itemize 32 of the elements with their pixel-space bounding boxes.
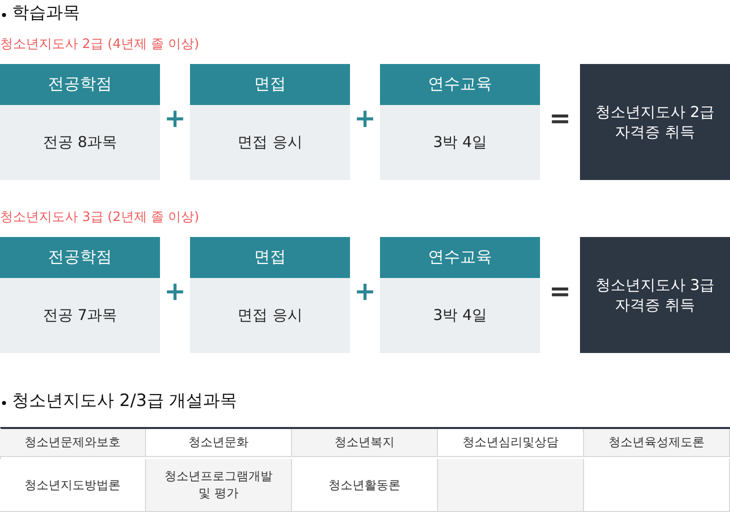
equals-sign: = (548, 104, 572, 134)
table-cell: 청소년복지 (292, 429, 438, 457)
card-body: 면접 응시 (190, 105, 350, 180)
card-body: 3박 4일 (380, 278, 540, 353)
table-cell: 청소년육성제도론 (584, 429, 730, 457)
table-cell: 청소년심리및상담 (438, 429, 584, 457)
card-header: 전공학점 (0, 64, 160, 105)
card-header: 면접 (190, 237, 350, 278)
table-cell: 청소년지도방법론 (0, 459, 146, 512)
result-box: 청소년지도사 2급 자격증 취득 (580, 64, 730, 180)
plus-sign: + (163, 104, 187, 134)
card-body: 3박 4일 (380, 105, 540, 180)
card-body: 전공 7과목 (0, 278, 160, 353)
card-header: 전공학점 (0, 237, 160, 278)
equals-sign: = (548, 277, 572, 307)
card-header: 연수교육 (380, 64, 540, 105)
card-header: 연수교육 (380, 237, 540, 278)
table-cell: 청소년프로그램개발 및 평가 (146, 459, 292, 512)
condition-text: 청소년지도사 2급 (4년제 졸 이상) (0, 36, 200, 53)
card-header: 면접 (190, 64, 350, 105)
card-body: 전공 8과목 (0, 105, 160, 180)
section-heading: 학습과목 (12, 2, 80, 24)
plus-sign: + (353, 277, 377, 307)
table-cell: 청소년문화 (146, 429, 292, 457)
plus-sign: + (163, 277, 187, 307)
result-box: 청소년지도사 3급 자격증 취득 (580, 237, 730, 353)
plus-sign: + (353, 104, 377, 134)
table-cell: 청소년활동론 (292, 459, 438, 512)
section-heading: 청소년지도사 2/3급 개설과목 (12, 390, 238, 412)
table-cell: 청소년문제와보호 (0, 429, 146, 457)
card-body: 면접 응시 (190, 278, 350, 353)
condition-text: 청소년지도사 3급 (2년제 졸 이상) (0, 209, 200, 226)
